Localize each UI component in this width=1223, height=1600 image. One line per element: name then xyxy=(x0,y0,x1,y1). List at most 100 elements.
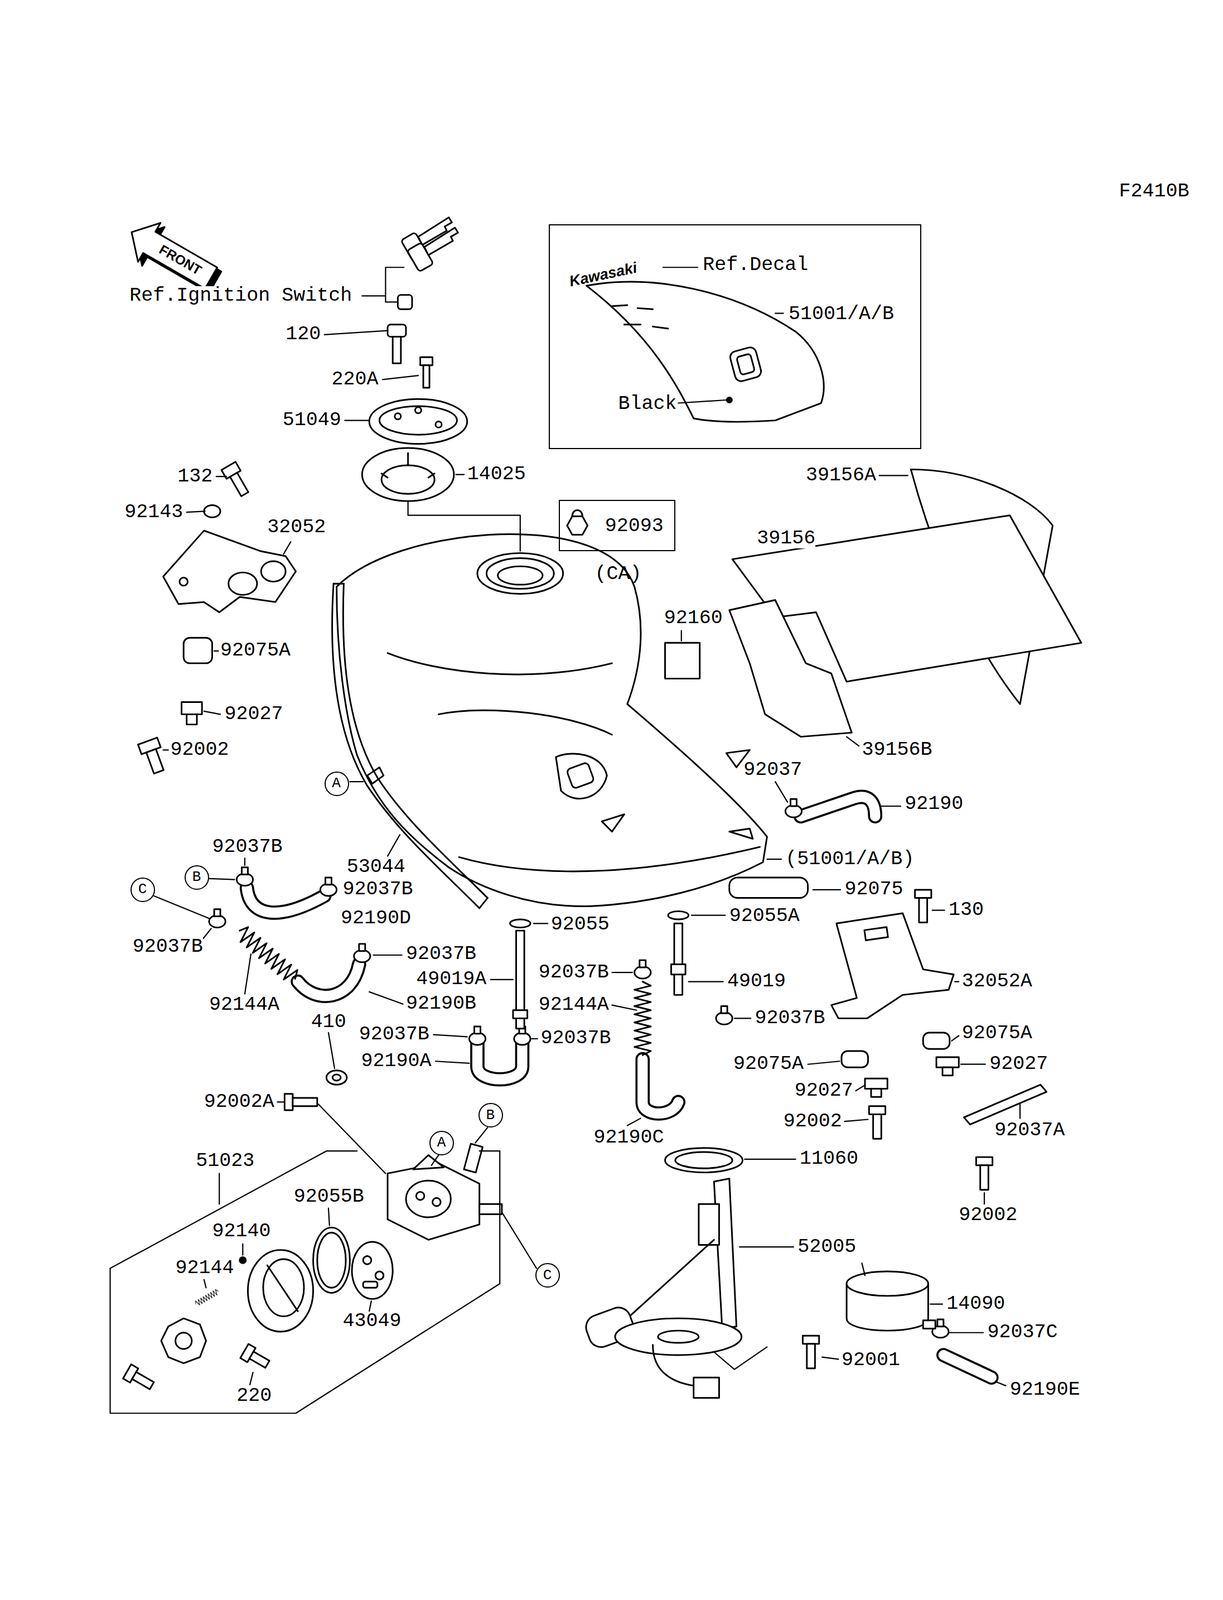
tank-pads xyxy=(665,469,1082,737)
ignition-keys xyxy=(424,227,458,255)
rear-mount xyxy=(942,1066,953,1076)
front-arrow xyxy=(120,212,223,298)
front-bracket xyxy=(146,748,164,774)
fuel-hoses xyxy=(800,796,876,816)
part-number: 51023 xyxy=(195,1151,255,1171)
rear-mount xyxy=(868,1105,886,1139)
tank-trim-strip xyxy=(332,583,480,908)
part-number: 410 xyxy=(311,1012,347,1032)
fuel-hoses xyxy=(642,1059,679,1114)
part-number: 92037B xyxy=(359,1024,430,1044)
fuel-hoses xyxy=(943,1354,992,1377)
fuel-valve xyxy=(363,1255,372,1265)
part-number: 92140 xyxy=(211,1221,271,1241)
side-cover-illustration xyxy=(736,353,755,375)
part-number: 43049 xyxy=(342,1311,402,1331)
part-number: 92190B xyxy=(405,993,477,1014)
reference-letter: A xyxy=(437,1134,447,1150)
fuel-pipes xyxy=(668,910,689,920)
part-number: 49019A xyxy=(416,969,487,989)
part-number: 220 xyxy=(236,1385,272,1406)
part-number: 92037B xyxy=(342,879,414,899)
part-number: 92190C xyxy=(593,1127,664,1148)
nut-icon xyxy=(572,510,583,517)
part-number: 52005 xyxy=(797,1236,857,1257)
part-number: 92075A xyxy=(733,1054,804,1074)
fuel-pipes xyxy=(510,910,689,1028)
part-number: 92075A xyxy=(220,640,291,661)
screw xyxy=(420,356,433,366)
ignition-keys xyxy=(397,295,413,310)
fuel-cap xyxy=(435,421,442,428)
front-bracket xyxy=(137,737,168,776)
fuel-hoses xyxy=(800,796,876,816)
cap-ring xyxy=(361,447,454,501)
fuel-pump xyxy=(693,1376,720,1398)
part-number: 92037B xyxy=(405,944,477,964)
fuel-tank xyxy=(566,761,595,789)
fuel-valve xyxy=(405,1180,451,1217)
part-number: 39156 xyxy=(756,528,816,549)
ignition-keys xyxy=(397,217,458,310)
fuel-valve xyxy=(239,1256,246,1263)
part-number: 92002A xyxy=(204,1091,275,1112)
rear-mount xyxy=(871,1088,882,1097)
fuel-pump xyxy=(802,1335,819,1368)
cap-ring xyxy=(361,447,454,501)
screw xyxy=(420,356,433,388)
front-bracket xyxy=(163,530,297,612)
part-number: 92037 xyxy=(743,760,802,780)
cap-ring xyxy=(381,465,435,494)
fuel-valve xyxy=(479,1203,502,1214)
springs xyxy=(634,981,651,1056)
part-number: 49019 xyxy=(727,971,786,992)
rear-mount xyxy=(729,877,809,898)
fuel-pipes xyxy=(510,919,531,928)
fuel-tank xyxy=(498,566,543,585)
part-number: 92144A xyxy=(209,994,280,1015)
springs xyxy=(194,924,651,1307)
fuel-hoses xyxy=(943,1354,992,1377)
fuel-valve xyxy=(123,1364,157,1393)
springs xyxy=(194,1288,220,1307)
side-cover-illustration xyxy=(728,345,763,383)
fuel-valve xyxy=(387,1162,480,1240)
part-number: 92027 xyxy=(224,704,283,724)
fuel-valve xyxy=(123,1070,502,1393)
cap-ring xyxy=(381,452,435,478)
reference-circle: A xyxy=(429,1130,454,1155)
tank-pads xyxy=(729,600,852,737)
fuel-valve xyxy=(363,1280,378,1288)
fuel-pump xyxy=(582,1147,820,1398)
rear-mount xyxy=(922,1032,950,1049)
fuel-valve xyxy=(132,1371,154,1389)
fuel-cap xyxy=(394,413,401,420)
hose-clamps xyxy=(209,909,226,928)
rear-mount xyxy=(936,1056,959,1067)
nut-icon xyxy=(567,516,588,535)
part-number: 32052A xyxy=(962,971,1033,992)
filter-band xyxy=(922,1320,936,1329)
part-number: 92190A xyxy=(360,1051,432,1071)
part-number: 51049 xyxy=(282,410,342,430)
front-bracket xyxy=(260,561,286,582)
fuel-pipes xyxy=(513,1009,528,1019)
reference-label: Ref.Ignition Switch xyxy=(129,286,352,306)
fuel-hoses xyxy=(247,887,325,913)
rear-mount xyxy=(975,1156,993,1190)
reference-circle: B xyxy=(184,864,210,890)
fuel-cap xyxy=(414,407,422,414)
fuel-valve xyxy=(463,1143,483,1173)
part-number: 92037B xyxy=(538,962,609,983)
decal-panel: KawasakiRef.Decal51001/A/BBlack xyxy=(548,224,922,449)
fuel-valve xyxy=(432,1197,442,1206)
drawing-code: F2410B xyxy=(1118,181,1189,202)
fuel-pump xyxy=(665,1147,743,1173)
part-number: 92144 xyxy=(175,1258,235,1278)
fuel-cap xyxy=(369,398,468,444)
hose-clamps xyxy=(634,959,651,979)
part-number: 92002 xyxy=(170,740,229,760)
front-bracket xyxy=(181,701,203,714)
part-number: 92160 xyxy=(664,608,723,628)
reference-letter: A xyxy=(331,775,341,791)
